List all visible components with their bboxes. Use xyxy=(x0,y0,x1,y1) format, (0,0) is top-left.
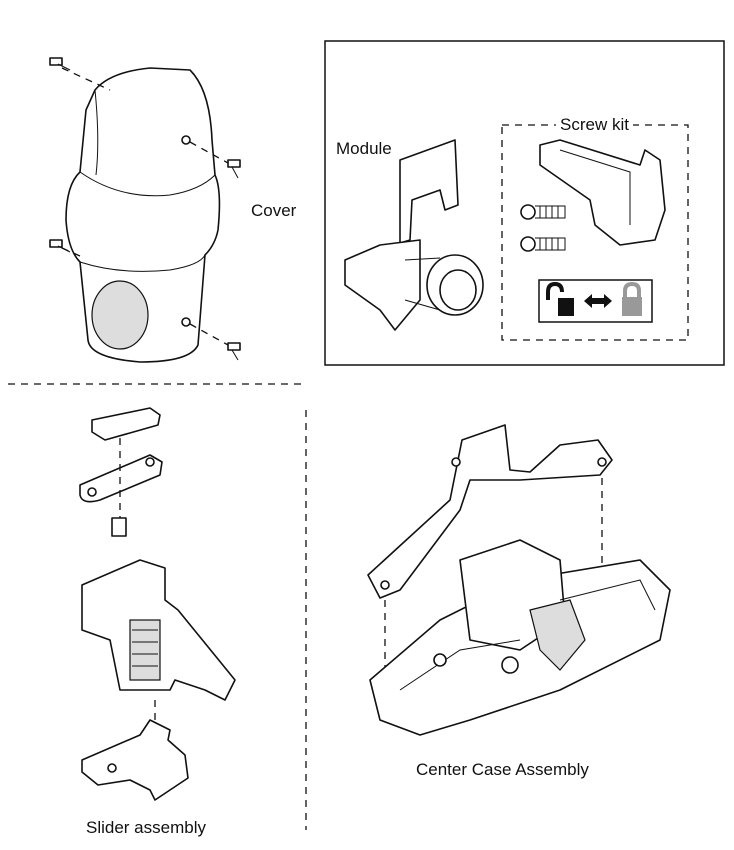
slider-assembly-parts xyxy=(79,407,236,801)
double-arrow-icon xyxy=(584,294,612,308)
screw-kit-parts xyxy=(520,139,666,323)
cover-part xyxy=(61,67,229,363)
center-case-assembly-label: Center Case Assembly xyxy=(416,760,589,779)
module-part xyxy=(344,139,484,331)
center-case-assembly-parts xyxy=(367,424,671,736)
screw-icon xyxy=(520,204,566,252)
lock-open-icon xyxy=(546,281,574,316)
screw-icon xyxy=(49,57,241,361)
cover-label: Cover xyxy=(251,201,297,220)
screw-kit-label: Screw kit xyxy=(556,115,633,135)
module-label: Module xyxy=(336,139,392,158)
lock-closed-icon xyxy=(622,281,642,316)
slider-assembly-label: Slider assembly xyxy=(86,818,206,837)
module-kit-box xyxy=(324,40,725,366)
